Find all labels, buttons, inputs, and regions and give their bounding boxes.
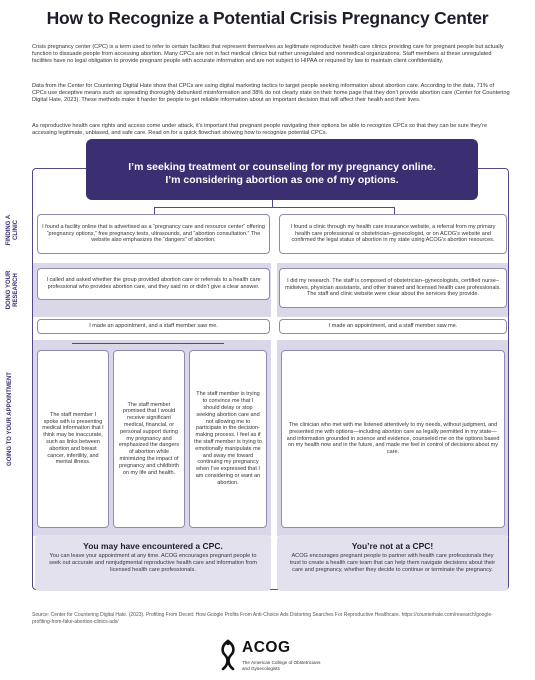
- intro-paragraph-1: Crisis pregnancy center (CPC) is a term …: [32, 44, 504, 65]
- intro-paragraph-2: Data from the Center for Countering Digi…: [32, 83, 510, 104]
- right-detail-col: The clinician who met with me listened a…: [281, 350, 505, 528]
- right-result-box: You’re not at a CPC! ACOG encourages pre…: [277, 535, 508, 591]
- side-label-finding: FINDING A CLINIC: [6, 214, 19, 246]
- right-result-title: You’re not at a CPC!: [351, 541, 434, 551]
- acog-emblem-icon: [221, 639, 235, 671]
- right-appointment-box: I made an appointment, and a staff membe…: [279, 319, 507, 334]
- connector-banner-down: [272, 200, 274, 208]
- connector-left-col-split: [72, 343, 224, 345]
- left-finding-box: I found a facility online that is advert…: [37, 214, 270, 254]
- left-research-box: I called and asked whether the group pro…: [37, 268, 270, 300]
- logo-subtitle: The American College of Obstetricians an…: [242, 660, 321, 671]
- connector-left-down: [154, 207, 156, 214]
- side-label-appointment: GOING TO YOUR APPOINTMENT: [7, 372, 13, 466]
- right-result-text: ACOG encourages pregnant people to partn…: [289, 553, 496, 573]
- logo-name: ACOG: [242, 639, 291, 656]
- banner-line-2: I’m considering abortion as one of my op…: [165, 174, 399, 186]
- left-detail-col-3: The staff member is trying to convince m…: [189, 350, 267, 528]
- intro-paragraph-3: As reproductive health care rights and a…: [32, 123, 488, 137]
- source-citation: Source: Center for Countering Digital Ha…: [32, 612, 493, 625]
- start-banner: I’m seeking treatment or counseling for …: [86, 139, 478, 200]
- left-detail-col-2: The staff member promised that I would r…: [113, 350, 185, 528]
- left-result-text: You can leave your appointment at any ti…: [49, 553, 257, 573]
- connector-split: [154, 207, 395, 209]
- page-title: How to Recognize a Potential Crisis Preg…: [46, 8, 489, 28]
- left-detail-col-1: The staff member I spoke with is present…: [37, 350, 109, 528]
- banner-line-1: I’m seeking treatment or counseling for …: [128, 161, 436, 173]
- connector-right-down: [394, 207, 396, 214]
- right-finding-box: I found a clinic through my health care …: [279, 214, 507, 254]
- left-appointment-box: I made an appointment, and a staff membe…: [37, 319, 270, 334]
- left-result-box: You may have encountered a CPC. You can …: [35, 535, 271, 591]
- right-research-box: I did my research. The staff is composed…: [279, 268, 507, 308]
- side-label-research: DOING YOUR RESEARCH: [6, 270, 19, 310]
- acog-logo: ACOG The American College of Obstetricia…: [217, 639, 327, 677]
- left-result-title: You may have encountered a CPC.: [83, 541, 223, 551]
